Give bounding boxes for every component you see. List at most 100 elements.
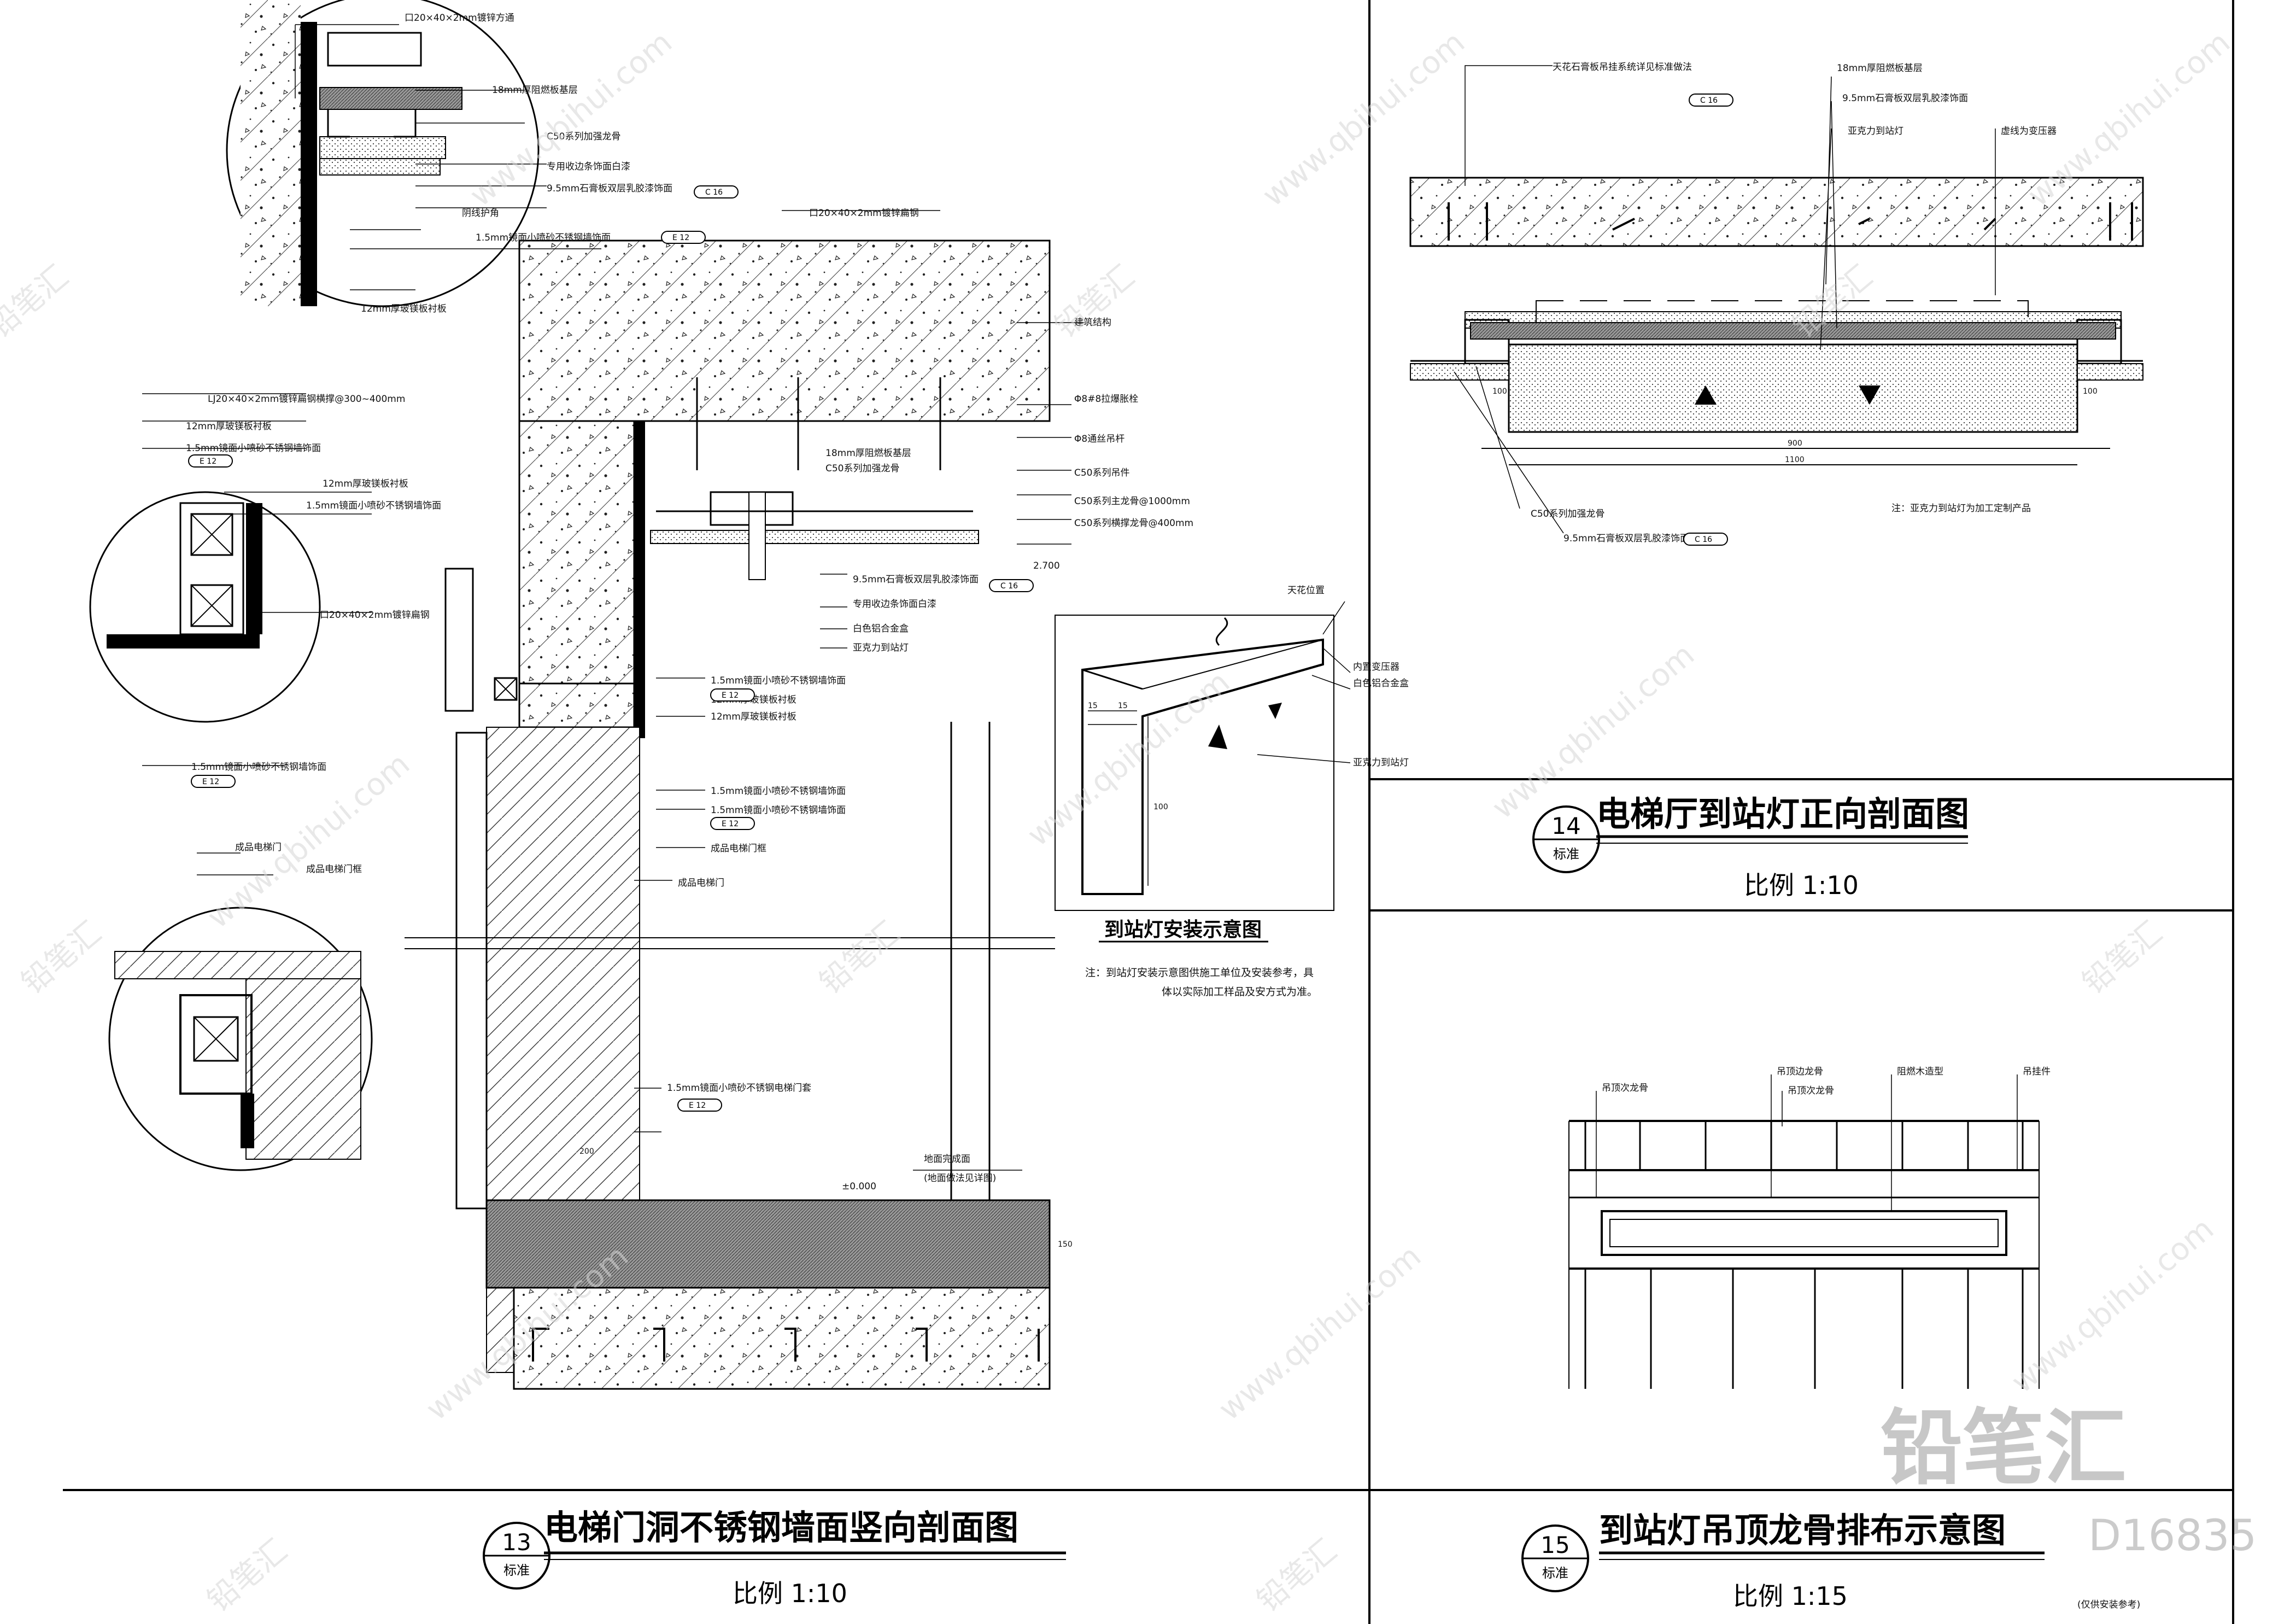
label-a4: 专用收边条饰面白漆 <box>547 161 630 172</box>
label-r2: 吊顶边龙骨 <box>1777 1066 1823 1077</box>
dim-100a: 100 <box>1492 387 1507 396</box>
sketch-note-1: 注：到站灯安装示意图供施工单位及安装参考，具 <box>1085 967 1314 979</box>
drawing-13-scale: 比例 1:10 <box>733 1579 847 1608</box>
tag-e12-d: E 12 <box>689 1101 706 1110</box>
label-m12: 白色铝合金盒 <box>853 623 909 634</box>
dimension-150: 150 <box>1058 1240 1073 1249</box>
elevation-zero: ±0.000 <box>842 1181 876 1192</box>
sketch-dim-100: 100 <box>1153 803 1168 811</box>
label-r3: 吊顶次龙骨 <box>1788 1085 1834 1096</box>
sketch-label-light: 亚克力到站灯 <box>1353 757 1409 768</box>
label-m3: Φ8#8拉爆胀栓 <box>1074 394 1138 405</box>
sketch-label-ceiling: 天花位置 <box>1287 585 1325 596</box>
install-sketch: 天花位置 内置变压器 白色铝合金盒 亚克力到站灯 15 15 100 到站灯安装… <box>1055 585 1409 998</box>
drawing-15-number: 15 <box>1541 1532 1569 1558</box>
label-b7: 1.5mm镜面小喷砂不锈钢墙饰面 <box>191 762 326 773</box>
tag-e12-a: E 12 <box>672 233 689 242</box>
label-m21: 1.5mm镜面小喷砂不锈钢电梯门套 <box>667 1083 811 1094</box>
dim-900: 900 <box>1788 439 1802 448</box>
sheet-frame <box>63 0 2234 1624</box>
tag-c16-c: C 16 <box>1700 96 1718 105</box>
leaders-14 <box>1454 65 1996 534</box>
drawing-13-title: 电梯门洞不锈钢墙面竖向剖面图 <box>544 1508 1018 1547</box>
label-m6: C50系列加强龙骨 <box>825 463 900 474</box>
label-r5: 吊挂件 <box>2023 1066 2051 1077</box>
elevation-2700: 2.700 <box>1033 560 1060 571</box>
watermark-code: D16835 <box>2088 1511 2257 1561</box>
label-b2: 12mm厚玻镁板衬板 <box>186 421 272 432</box>
label-m2: 建筑结构 <box>1074 317 1111 328</box>
label-a2: 18mm厚阻燃板基层 <box>492 85 578 96</box>
title-block-13: 13 标准 电梯门洞不锈钢墙面竖向剖面图 比例 1:10 <box>483 1508 1066 1608</box>
tag-e12-e: E 12 <box>200 457 216 466</box>
label-m13: 亚克力到站灯 <box>853 642 909 653</box>
drawing-15-standard: 标准 <box>1542 1565 1568 1581</box>
label-b1: LJ20×40×2mm镀锌扁钢横撑@300~400mm <box>208 394 405 405</box>
detail-circle-bottom <box>108 907 373 1171</box>
tag-c16-d: C 16 <box>1695 535 1712 544</box>
title-block-14: 14 标准 电梯厅到站灯正向剖面图 比例 1:10 <box>1532 794 1969 900</box>
watermark-site-4: www.qbihui.com <box>201 746 417 936</box>
label-a1: 口20×40×2mm镀锌方通 <box>405 13 514 24</box>
watermark-site-8: www.qbihui.com <box>1212 1239 1428 1428</box>
dim-100b: 100 <box>2083 387 2098 396</box>
drawing-15-title: 到站灯吊顶龙骨排布示意图 <box>1599 1510 2006 1550</box>
label-m9: C50系列横撑龙骨@400mm <box>1074 518 1193 529</box>
label-r4: 阻燃木造型 <box>1897 1066 1943 1077</box>
label-b3: 1.5mm镜面小喷砂不锈钢墙饰面 <box>186 443 321 454</box>
watermark-brand-4: 铅笔汇 <box>15 915 108 1001</box>
drawing-14-number: 14 <box>1551 813 1580 839</box>
watermark-brand-6: 铅笔汇 <box>2076 915 2169 1001</box>
drawing-13-standard: 标准 <box>503 1563 530 1578</box>
label-a6: 阴线护角 <box>462 208 499 219</box>
label-t1: 天花石膏板吊挂系统详见标准做法 <box>1553 61 1692 73</box>
label-m11: 专用收边条饰面白漆 <box>853 599 936 610</box>
label-m19: 成品电梯门框 <box>711 843 766 854</box>
label-t6: C50系列加强龙骨 <box>1531 509 1605 519</box>
ref-tags-13: C 16 E 12 C 16 E 12 E 12 E 12 E 12 E 12 <box>188 185 1034 1112</box>
label-m18: 1.5mm镜面小喷砂不锈钢墙饰面 <box>711 805 846 816</box>
label-m23: (地面做法见详图) <box>924 1173 996 1184</box>
label-m4: Φ8通丝吊杆 <box>1074 434 1124 445</box>
label-a3: C50系列加强龙骨 <box>547 131 621 142</box>
watermark-brand-2: 铅笔汇 <box>1048 259 1141 345</box>
label-m16: 12mm厚玻镁板衬板 <box>711 711 796 722</box>
label-t5: 虚线为变压器 <box>2001 126 2057 137</box>
label-m7: C50系列吊件 <box>1074 468 1130 478</box>
label-m17: 1.5mm镜面小喷砂不锈钢墙饰面 <box>711 786 846 797</box>
label-c2: 成品电梯门框 <box>306 864 362 875</box>
tag-c16-a: C 16 <box>705 188 723 197</box>
tag-e12-c: E 12 <box>722 820 739 828</box>
labels-15: 吊顶次龙骨 吊顶边龙骨 吊顶次龙骨 阻燃木造型 吊挂件 <box>1602 1066 2051 1096</box>
label-m10: 9.5mm石膏板双层乳胶漆饰面 <box>853 574 979 585</box>
labels-13: 口20×40×2mm镀锌方通 18mm厚阻燃板基层 C50系列加强龙骨 专用收边… <box>186 13 1193 1249</box>
drawing-14-scale: 比例 1:10 <box>1744 871 1859 900</box>
drawing-14-standard: 标准 <box>1553 846 1579 862</box>
watermark-brand-large: 铅笔汇 <box>1881 1401 2127 1496</box>
sketch-dim-15b: 15 <box>1118 702 1128 710</box>
sketch-title: 到站灯安装示意图 <box>1104 919 1262 941</box>
drawing-13-number: 13 <box>502 1529 531 1556</box>
label-m1: 口20×40×2mm镀锌扁钢 <box>809 208 919 219</box>
detail-circle-middle <box>89 491 321 723</box>
dimension-200: 200 <box>579 1147 594 1156</box>
label-m5: 18mm厚阻燃板基层 <box>825 448 911 459</box>
drawing-14-title: 电梯厅到站灯正向剖面图 <box>1596 794 1969 834</box>
section-14: 900 1100 100 100 <box>1409 177 2144 465</box>
label-b4: 12mm厚玻镁板衬板 <box>323 478 408 489</box>
detail-circle-top <box>226 0 540 307</box>
label-a8: 12mm厚玻镁板衬板 <box>361 303 447 314</box>
label-t2: 18mm厚阻燃板基层 <box>1837 63 1923 74</box>
label-t-note: 注：亚克力到站灯为加工定制产品 <box>1891 503 2031 514</box>
watermark-brand-7: 铅笔汇 <box>201 1533 294 1619</box>
tag-e12-f: E 12 <box>202 778 219 786</box>
watermark-brand-8: 铅笔汇 <box>1250 1533 1343 1619</box>
sketch-dim-15a: 15 <box>1088 702 1098 710</box>
dim-1100: 1100 <box>1785 455 1805 464</box>
leaders-13 <box>142 24 1088 1171</box>
label-m20: 成品电梯门 <box>678 878 724 889</box>
title-block-15: 15 标准 到站灯吊顶龙骨排布示意图 比例 1:15 (仅供安装参考) <box>1521 1510 2140 1611</box>
label-t3: 9.5mm石膏板双层乳胶漆饰面 <box>1842 92 1968 104</box>
section-13-main <box>405 239 1055 1390</box>
